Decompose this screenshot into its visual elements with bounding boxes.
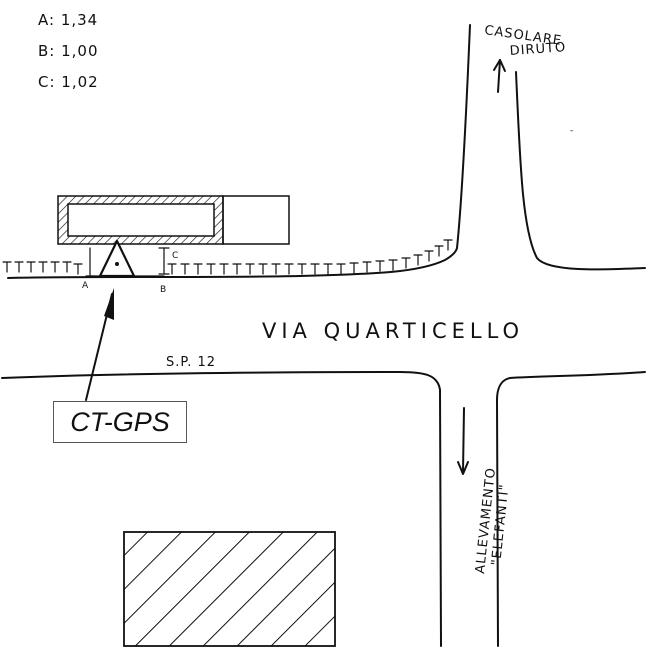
hatched-area xyxy=(123,531,336,647)
road-lower-edge-left xyxy=(1,371,442,647)
building xyxy=(57,195,290,245)
ct-gps-label-box: CT-GPS xyxy=(53,401,187,443)
pointer-arrow-icon xyxy=(85,288,114,401)
north-road-left-edge xyxy=(456,24,471,249)
road-label-via: VIA QUARTICELLO xyxy=(262,319,524,343)
measurement-c: C: 1,02 xyxy=(38,73,99,91)
point-a-label: A xyxy=(82,281,89,291)
stray-mark: - xyxy=(570,126,573,136)
south-arrow-icon xyxy=(457,407,469,475)
road-upper-edge xyxy=(7,247,458,279)
gps-station-icon xyxy=(98,239,136,278)
north-arrow-icon xyxy=(493,59,506,93)
point-b-label: B xyxy=(160,285,166,295)
road-label-sp: S.P. 12 xyxy=(166,355,216,370)
north-road-right-edge xyxy=(515,71,646,271)
measurement-b: B: 1,00 xyxy=(38,42,99,60)
dimension-lines xyxy=(85,247,170,277)
ct-gps-label: CT-GPS xyxy=(70,406,170,437)
label-diruto: DIRUTO xyxy=(509,40,566,59)
point-c-label: C xyxy=(172,251,178,261)
tree-row-marks xyxy=(2,239,453,275)
measurement-a: A: 1,34 xyxy=(38,11,98,29)
road-lower-edge-right xyxy=(496,371,646,647)
